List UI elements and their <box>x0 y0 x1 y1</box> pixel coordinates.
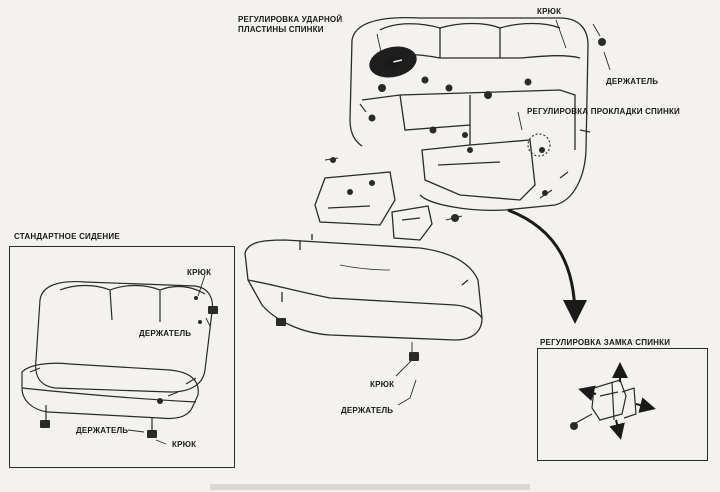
label-hook-top: КРЮК <box>537 7 562 16</box>
arrow-to-lock-detail <box>507 208 587 324</box>
label-hook-std: КРЮК <box>187 268 212 277</box>
seat-cushion <box>244 234 483 341</box>
fasteners-top <box>330 38 606 222</box>
standard-seat-parts <box>40 296 218 438</box>
label-hook-std-bottom: КРЮК <box>172 440 197 449</box>
back-lock-frame <box>537 348 708 461</box>
caption-smudge <box>210 484 530 490</box>
leader-lines-standard <box>127 274 211 445</box>
lock-arrows <box>578 362 656 440</box>
lock-bolt <box>570 422 578 430</box>
label-holder-cushion: ДЕРЖАТЕЛЬ <box>341 406 394 415</box>
label-standard-seat: СТАНДАРТНОЕ СИДЕНИЕ <box>14 232 120 241</box>
label-impact-plate-line2: ПЛАСТИНЫ СПИНКИ <box>238 25 324 34</box>
label-holder-std-bottom: ДЕРЖАТЕЛЬ <box>76 426 129 435</box>
label-holder-top: ДЕРЖАТЕЛЬ <box>606 77 659 86</box>
standard-seat-drawing <box>21 280 214 430</box>
seat-back-exploded <box>314 16 591 241</box>
label-holder-std: ДЕРЖАТЕЛЬ <box>139 329 192 338</box>
label-back-pad-adjust: РЕГУЛИРОВКА ПРОКЛАДКИ СПИНКИ <box>527 107 680 116</box>
label-impact-plate-line1: РЕГУЛИРОВКА УДАРНОЙ <box>238 15 343 24</box>
screw-stems <box>324 103 553 221</box>
leader-lines-cushion <box>395 342 417 406</box>
label-hook-cushion: КРЮК <box>370 380 395 389</box>
label-back-lock-adjust: РЕГУЛИРОВКА ЗАМКА СПИНКИ <box>540 338 671 347</box>
cushion-clips <box>276 318 419 361</box>
back-pad-highlight <box>527 133 551 157</box>
leader-lines-top <box>376 19 611 131</box>
impact-plate-arrows <box>380 55 406 69</box>
standard-seat-frame <box>9 246 235 468</box>
